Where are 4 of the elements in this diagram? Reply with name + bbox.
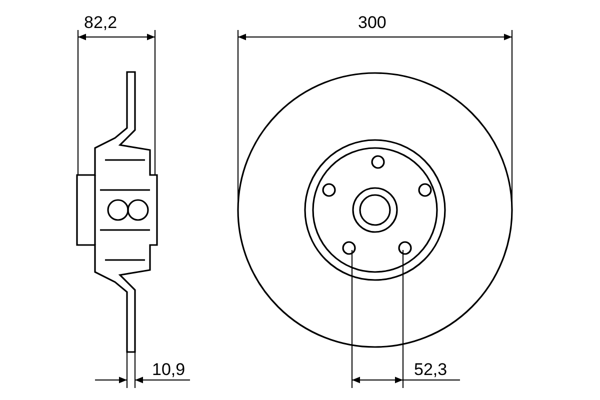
dimension-value: 82,2 [84,14,118,31]
dimension-value: 52,3 [414,361,448,378]
dimension-value: 300 [358,14,386,31]
dimension-value: 10,9 [152,361,186,378]
